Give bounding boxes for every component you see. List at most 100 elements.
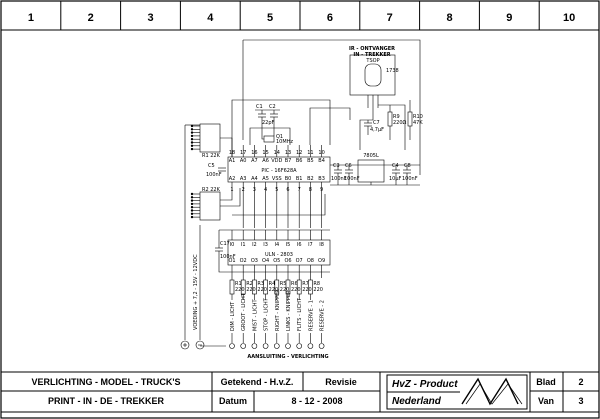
label-c1: C1: [256, 104, 263, 110]
label-c5: C5: [208, 163, 215, 169]
output-resistor-value: 220: [313, 287, 323, 293]
pin-dot: [190, 138, 194, 141]
uln-output-label: O1: [228, 258, 235, 264]
uln-output-label: O9: [318, 258, 325, 264]
output-resistor-value: 220: [269, 287, 279, 293]
label-c7-value: 4,7µF: [370, 127, 384, 133]
output-label: DIM - LICHT: [230, 301, 236, 331]
uln-output-label: O8: [307, 258, 314, 264]
pic-bottom-pin-number: 4: [264, 187, 267, 193]
wire-cross-link: [232, 194, 326, 216]
grid-column-number: 10: [563, 12, 575, 24]
drawn-by: Getekend - H.v.Z.: [221, 377, 294, 387]
output-connectors: [200, 343, 325, 349]
pic-16f628a: [227, 156, 331, 183]
wire-c1-crystal: [261, 117, 264, 140]
label-c4: C4: [392, 163, 399, 169]
pic-top-pin-name: B4: [318, 158, 325, 164]
uln-output-label: O5: [273, 258, 280, 264]
pic-bottom-pin-name: A4: [251, 176, 258, 182]
pin-dot: [190, 215, 194, 219]
label-c17-value: 100nF: [220, 254, 236, 260]
wire-r2-pic: [220, 188, 241, 207]
uln-input-label: I0: [230, 242, 235, 248]
output-resistor-ref: R5: [280, 281, 287, 287]
company-country: Nederland: [392, 396, 442, 407]
output-resistor-ref: R6: [291, 281, 298, 287]
resistor-r10: [407, 111, 413, 127]
pic-bottom-pin-number: 7: [298, 187, 301, 193]
label-c5-value: 100nF: [206, 172, 222, 178]
pic-bottom-pin-name: A3: [240, 176, 247, 182]
pin-dot: [190, 131, 194, 134]
uln-input-label: I3: [263, 242, 268, 248]
pic-top-pin-number: 11: [307, 150, 313, 156]
output-label: MIST - LICHT: [252, 298, 258, 331]
grid-column-number: 4: [207, 12, 214, 24]
date-value: 8 - 12 - 2008: [291, 396, 342, 406]
pic-bottom-pin-number: 8: [309, 187, 312, 193]
label-regulator: 7805L: [363, 153, 379, 159]
grid-column-number: 5: [267, 12, 273, 24]
pin-dot: [190, 141, 194, 144]
output-resistor: [229, 279, 235, 295]
uln-output-label: O2: [240, 258, 247, 264]
wire-c17-gnd: [218, 251, 330, 273]
pic-top-pin-name: A1: [229, 158, 236, 164]
output-resistor-value: 220: [280, 287, 290, 293]
ir-receiver-box: [349, 54, 396, 96]
schematic: 18A117A016A715A614VDD13B712B611B510B4A21…: [180, 39, 421, 350]
pin-dot: [190, 202, 194, 206]
pin-dot: [190, 199, 194, 202]
output-label: RIGHT - KNIPPER: [275, 289, 281, 331]
pin-dot: [190, 144, 194, 148]
title-line-2: PRINT - IN - DE - TREKKER: [48, 396, 164, 406]
output-resistor-ref: R7: [302, 281, 309, 287]
pic-top-pin-number: 14: [274, 150, 280, 156]
output-resistor-value: 220: [302, 287, 312, 293]
wire-ir-out: [359, 108, 374, 150]
pic-top-pin-name: A0: [240, 158, 247, 164]
label-r9-value: 220Ω: [393, 120, 407, 126]
pin-dot: [190, 147, 194, 151]
company-name: HvZ - Product: [392, 379, 458, 390]
pic-to-uln-wires: [219, 194, 330, 231]
output-terminal: [229, 343, 235, 349]
wire-ir-vcc: [378, 104, 406, 150]
ir-title-1: IR - ONTVANGER: [349, 46, 395, 52]
wire-right-bus: [350, 39, 421, 175]
pin-dot: [190, 124, 194, 128]
uln-input-label: I7: [308, 242, 313, 248]
title-block-text: VERLICHTING - MODEL - TRUCK'S PRINT - IN…: [32, 377, 584, 407]
output-terminal: [296, 343, 303, 349]
pic-bottom-pin-number: 6: [286, 187, 289, 193]
pic-top-pin-name: B7: [285, 158, 292, 164]
pin-dot: [190, 209, 194, 212]
label-c4-value: 10µF: [389, 176, 402, 182]
uln-input-label: I6: [297, 242, 302, 248]
uln-input-label: I5: [286, 242, 291, 248]
grid-column-number: 8: [446, 12, 452, 24]
pic-bottom-pin-name: B0: [285, 176, 292, 182]
pic-bottom-pin-number: 5: [275, 187, 278, 193]
pic-pins: 18A117A016A715A614VDD13B712B611B510B4A21…: [229, 145, 325, 194]
pic-bottom-pin-number: 2: [242, 187, 245, 193]
output-resistor-value: 220: [291, 287, 301, 293]
pic-top-pin-number: 17: [240, 150, 246, 156]
resistor-r9: [387, 111, 393, 127]
label-r10: R10: [413, 114, 423, 120]
label-r2: R2 22K: [202, 187, 221, 193]
of-value: 3: [578, 396, 583, 406]
wire-pic-ir: [309, 107, 351, 145]
sheet-label: Blad: [536, 377, 556, 387]
pic-bottom-pin-name: A2: [229, 176, 236, 182]
pic-top-pin-number: 15: [262, 150, 268, 156]
sheet-value: 2: [578, 377, 583, 387]
label-c6: C6: [345, 163, 352, 169]
uln-name: ULN - 2803: [265, 252, 293, 258]
wire-r1-pic: [220, 137, 233, 157]
label-q1: Q1: [276, 134, 283, 140]
